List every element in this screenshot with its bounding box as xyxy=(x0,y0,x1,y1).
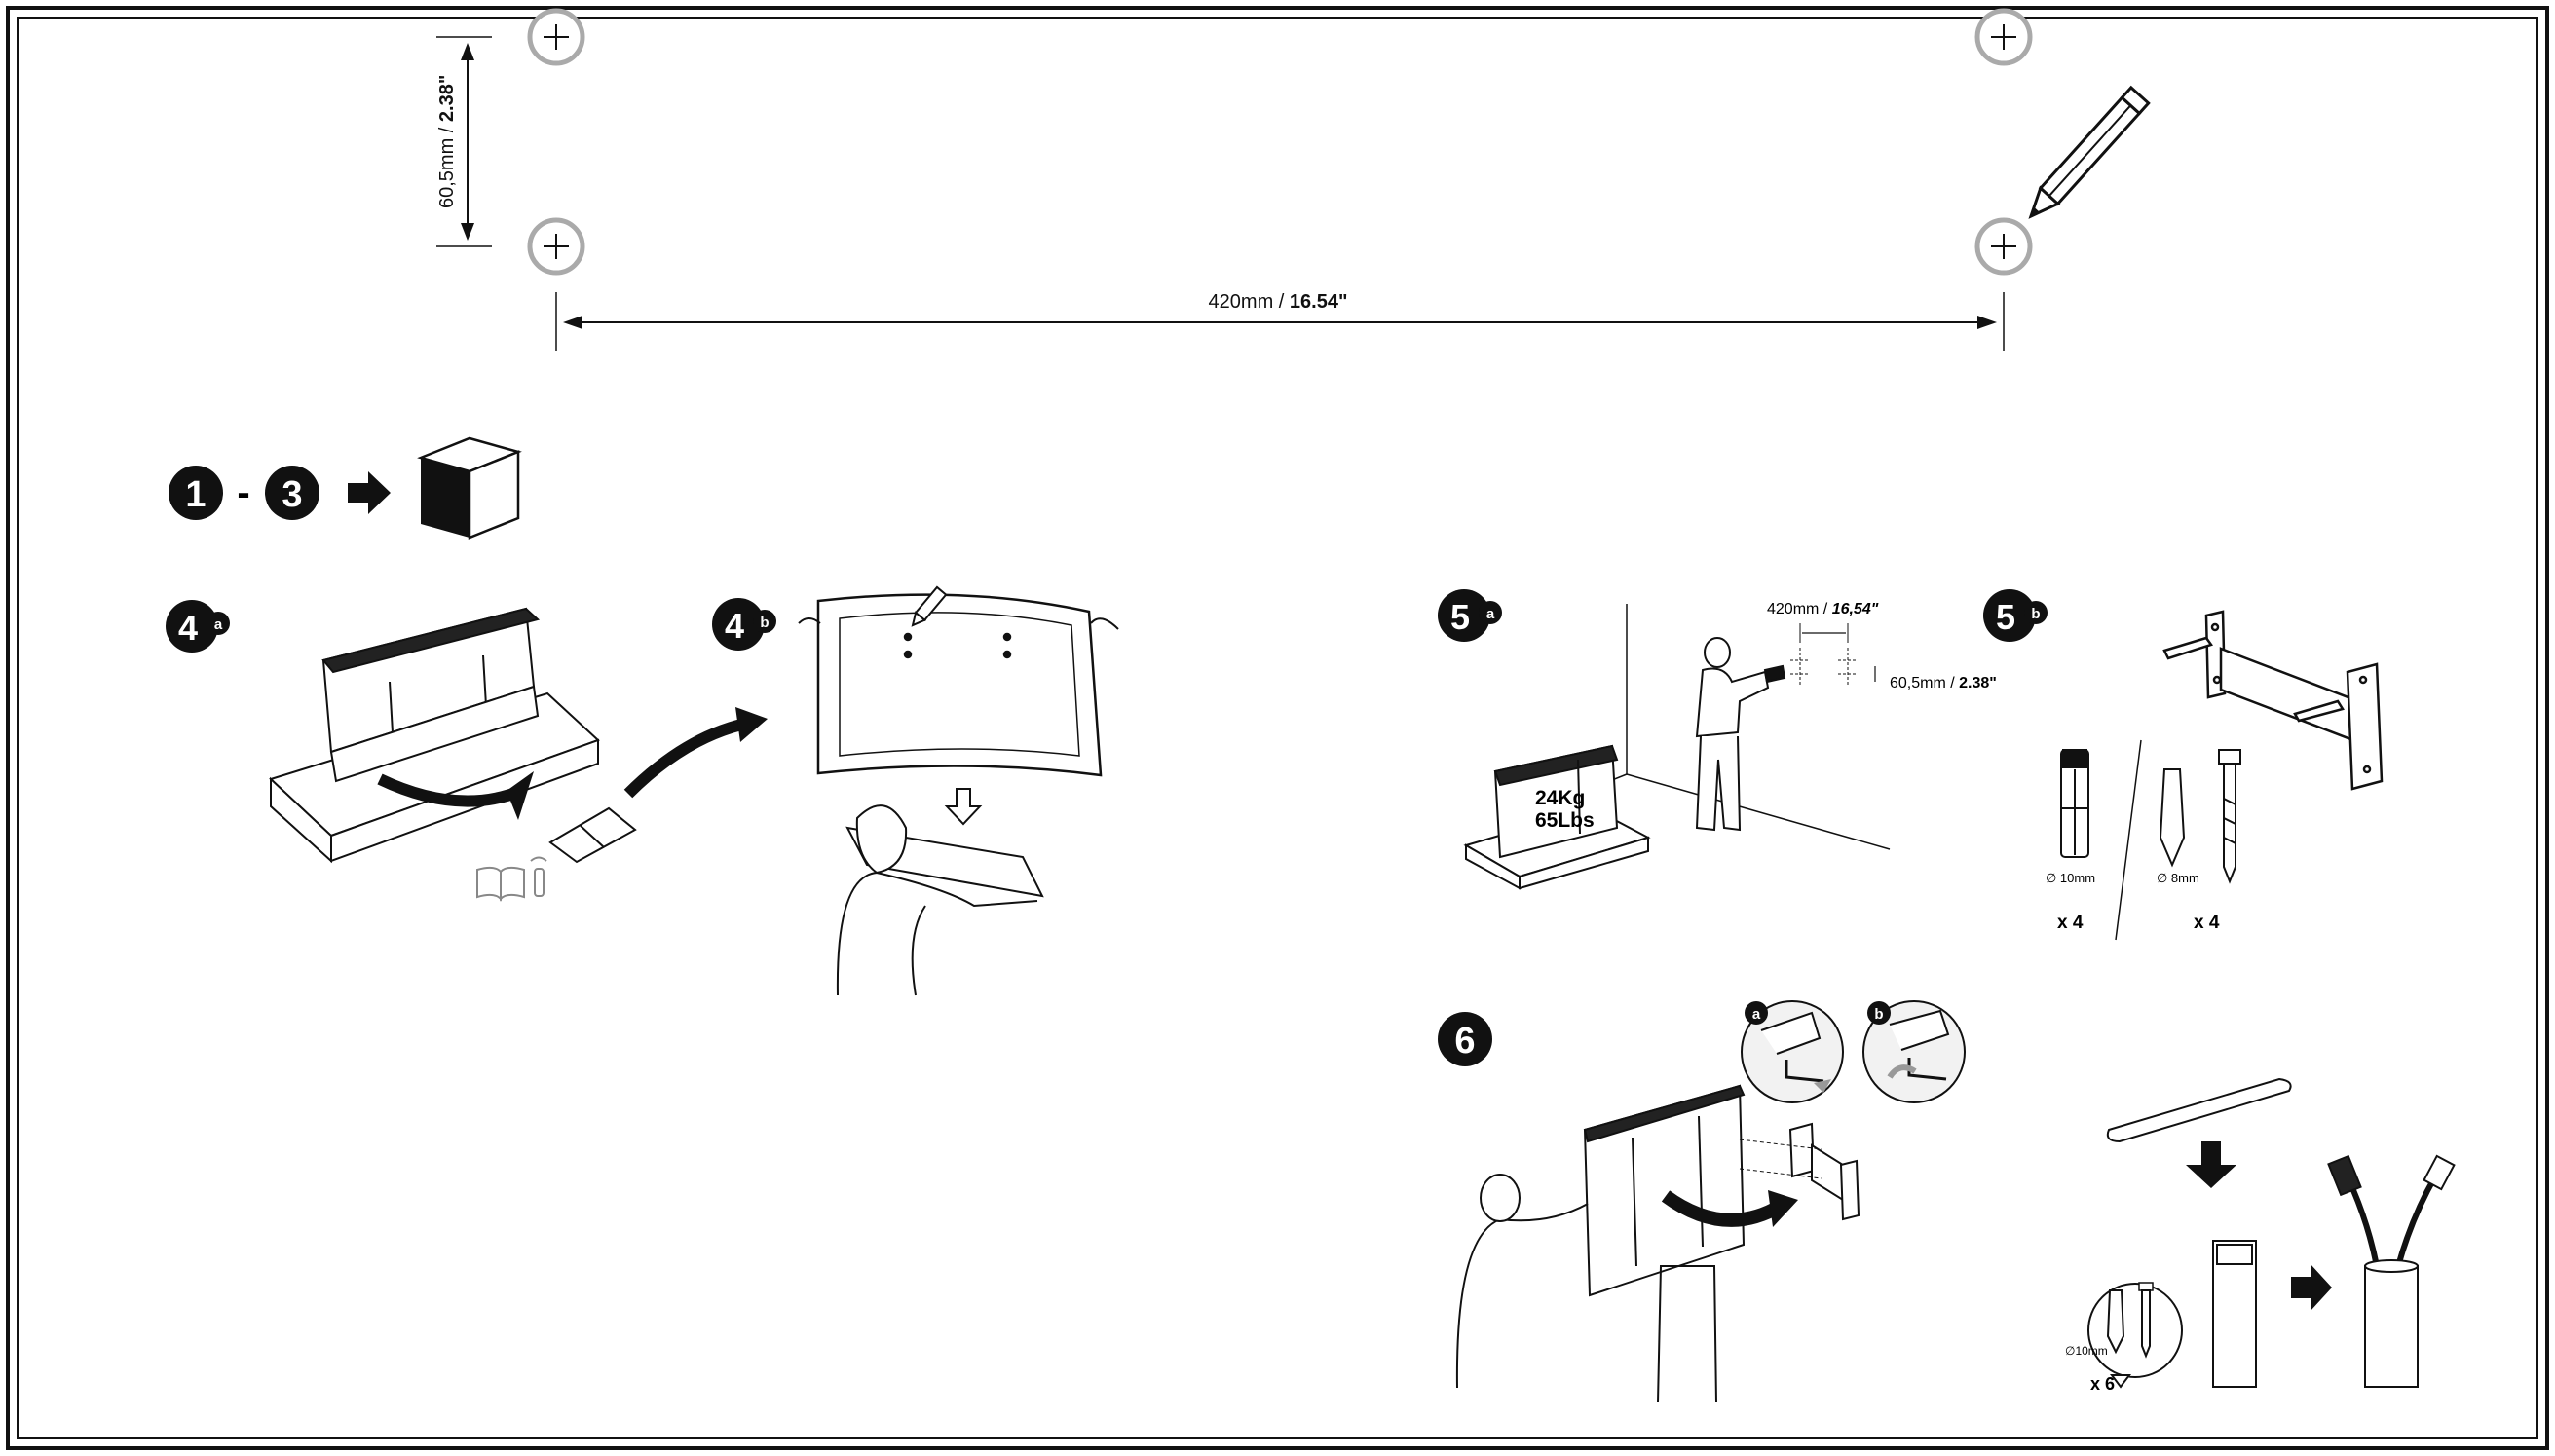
step-badge-6: 6 xyxy=(1438,1012,1492,1066)
tv-in-packaging-illustration xyxy=(269,607,600,864)
drill-marks xyxy=(1790,648,1858,687)
arrow-down-icon xyxy=(461,223,474,241)
step-badge-5b: 5 b xyxy=(1983,589,2048,642)
svg-text:a: a xyxy=(214,616,223,633)
step-6: 6 a b xyxy=(1438,1000,1966,1403)
cover-strip-illustration xyxy=(2106,1077,2292,1143)
plug-quantity: x 4 xyxy=(2057,913,2084,933)
step-badge-3: 3 xyxy=(265,466,319,520)
arrow-right-icon xyxy=(348,471,391,514)
screw-diameter: ∅ 8mm xyxy=(2157,871,2199,885)
inner-frame xyxy=(17,17,2538,1439)
kit-diameter: ∅10mm xyxy=(2065,1344,2108,1358)
tv-box-illustration xyxy=(1463,744,1651,890)
booklet-icon xyxy=(548,806,637,864)
svg-text:1: 1 xyxy=(185,474,206,515)
svg-text:3: 3 xyxy=(282,474,302,515)
wall-width-label: 420mm / 16,54" xyxy=(1767,601,1879,617)
wall-plug-illustration xyxy=(2060,749,2089,858)
step-range-dash: - xyxy=(237,471,249,514)
hang-arrow xyxy=(1661,1190,1785,1227)
arrow-right-icon xyxy=(1768,1190,1798,1227)
tv-weight-kg: 24Kg xyxy=(1535,787,1585,809)
svg-text:b: b xyxy=(2031,606,2040,622)
remote-icon xyxy=(530,856,547,897)
svg-text:4: 4 xyxy=(178,608,198,648)
step-badge-1: 1 xyxy=(169,466,223,520)
wall-bracket-illustration xyxy=(2162,610,2384,791)
plus-circle-icon xyxy=(1974,8,2033,66)
svg-text:5: 5 xyxy=(1450,597,1470,637)
step-5a: 5 a 24Kg 65Lbs xyxy=(1438,589,1997,890)
step-4a: 4 a xyxy=(166,600,768,902)
svg-text:b: b xyxy=(760,615,769,631)
pencil-icon xyxy=(2028,85,2151,219)
arrow-left-icon xyxy=(563,316,582,329)
book-icon xyxy=(476,866,525,902)
svg-text:a: a xyxy=(1486,606,1495,622)
unpack-arrow xyxy=(377,773,524,807)
outer-frame xyxy=(6,6,2549,1450)
tv-weight-lbs: 65Lbs xyxy=(1535,809,1595,832)
plus-circle-icon xyxy=(527,217,585,276)
template-sheet-illustration xyxy=(798,593,1119,777)
plus-circle-icon xyxy=(1974,217,2033,276)
svg-text:4: 4 xyxy=(725,606,744,646)
svg-text:a: a xyxy=(1752,1006,1761,1023)
step-badge-4b: 4 b xyxy=(712,598,776,651)
svg-text:6: 6 xyxy=(1454,1021,1475,1062)
plus-circle-icon xyxy=(527,8,585,66)
arrow-down-icon xyxy=(2186,1141,2236,1188)
transfer-arrow xyxy=(623,717,752,799)
svg-text:b: b xyxy=(1874,1006,1883,1023)
divider xyxy=(2115,739,2142,941)
svg-text:5: 5 xyxy=(1996,597,2015,637)
arrow-up-icon xyxy=(461,43,474,60)
arrow-right-icon xyxy=(1977,316,1997,329)
cable-channel: ∅10mm x 6 xyxy=(2065,1077,2456,1394)
plug-diameter: ∅ 10mm xyxy=(2046,871,2095,885)
step-1-3: 1 - 3 xyxy=(169,436,522,540)
step-5b: 5 b ∅ 10mm x 4 ∅ 8mm x 4 xyxy=(1983,589,2384,941)
step-badge-5a: 5 a xyxy=(1438,589,1502,642)
plug-screw-illustration xyxy=(2159,749,2241,884)
step-badge-4a: 4 a xyxy=(166,600,230,653)
box-icon xyxy=(417,436,522,540)
arrow-down-icon xyxy=(507,771,534,820)
arrow-down-icon xyxy=(944,788,983,826)
kit-quantity: x 6 xyxy=(2090,1374,2115,1394)
screw-kit-bubble xyxy=(2087,1282,2183,1389)
template-width-label: 420mm / 16.54" xyxy=(1209,291,1348,313)
step-4b: 4 b xyxy=(712,585,1119,996)
arrow-right-icon xyxy=(2291,1264,2332,1311)
channel-illustration xyxy=(2212,1240,2257,1388)
arrow-right-icon xyxy=(735,707,768,742)
mounting-template: 60,5mm / 2.38" 420mm / 16.54" xyxy=(436,8,2151,351)
template-height-label: 60,5mm / 2.38" xyxy=(436,75,458,208)
detail-b-illustration: b xyxy=(1862,1000,1966,1103)
person-drilling-illustration xyxy=(1695,637,1786,832)
pencil-icon xyxy=(911,585,948,627)
hanging-tv-illustration xyxy=(1455,1084,1860,1403)
wall-height-label: 60,5mm / 2.38" xyxy=(1890,675,1997,691)
screw-quantity: x 4 xyxy=(2194,913,2220,933)
detail-a-illustration: a xyxy=(1741,1000,1844,1103)
person-holding-tv-illustration xyxy=(836,804,1044,996)
cables-in-channel-illustration xyxy=(2327,1154,2456,1388)
